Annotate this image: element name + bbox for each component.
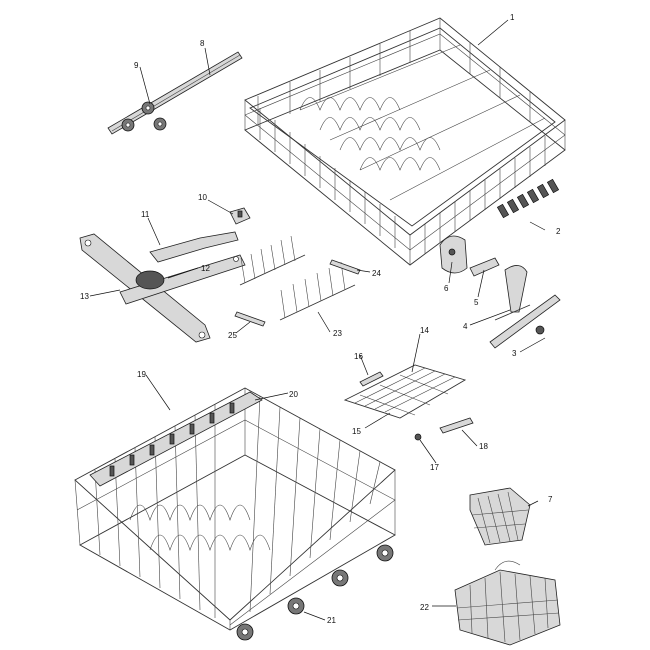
callout-6: 6 xyxy=(444,284,449,293)
small-basket xyxy=(469,487,531,546)
callout-13: 13 xyxy=(80,292,89,301)
callout-2: 2 xyxy=(556,227,561,236)
callout-15: 15 xyxy=(352,427,361,436)
callout-23: 23 xyxy=(333,329,342,338)
rack-adjuster-parts xyxy=(439,178,561,349)
tine-insert xyxy=(234,235,361,327)
bracket-part xyxy=(229,207,251,225)
callout-5: 5 xyxy=(474,298,479,307)
callout-16: 16 xyxy=(354,352,363,361)
spray-arm xyxy=(79,231,246,343)
callout-labels: 1 2 3 4 5 6 7 8 9 10 11 12 13 14 15 16 1… xyxy=(80,13,561,625)
silverware-basket xyxy=(454,560,561,646)
rack-rollers xyxy=(121,101,167,132)
callout-22: 22 xyxy=(420,603,429,612)
callout-12: 12 xyxy=(201,264,210,273)
callout-19: 19 xyxy=(137,370,146,379)
callout-9: 9 xyxy=(134,61,139,70)
callout-17: 17 xyxy=(430,463,439,472)
lower-rack xyxy=(74,387,396,631)
callout-24: 24 xyxy=(372,269,381,278)
cup-shelf xyxy=(343,364,474,441)
callout-4: 4 xyxy=(463,322,468,331)
lower-rack-wheels xyxy=(236,544,394,641)
callout-14: 14 xyxy=(420,326,429,335)
callout-3: 3 xyxy=(512,349,517,358)
upper-rack xyxy=(244,17,566,266)
callout-11: 11 xyxy=(141,210,150,219)
callout-25: 25 xyxy=(228,331,237,340)
callout-8: 8 xyxy=(200,39,205,48)
callout-7: 7 xyxy=(548,495,553,504)
leader-lines xyxy=(89,19,546,621)
callout-21: 21 xyxy=(327,616,336,625)
callout-18: 18 xyxy=(479,442,488,451)
callout-10: 10 xyxy=(198,193,207,202)
callout-1: 1 xyxy=(510,13,515,22)
callout-20: 20 xyxy=(289,390,298,399)
